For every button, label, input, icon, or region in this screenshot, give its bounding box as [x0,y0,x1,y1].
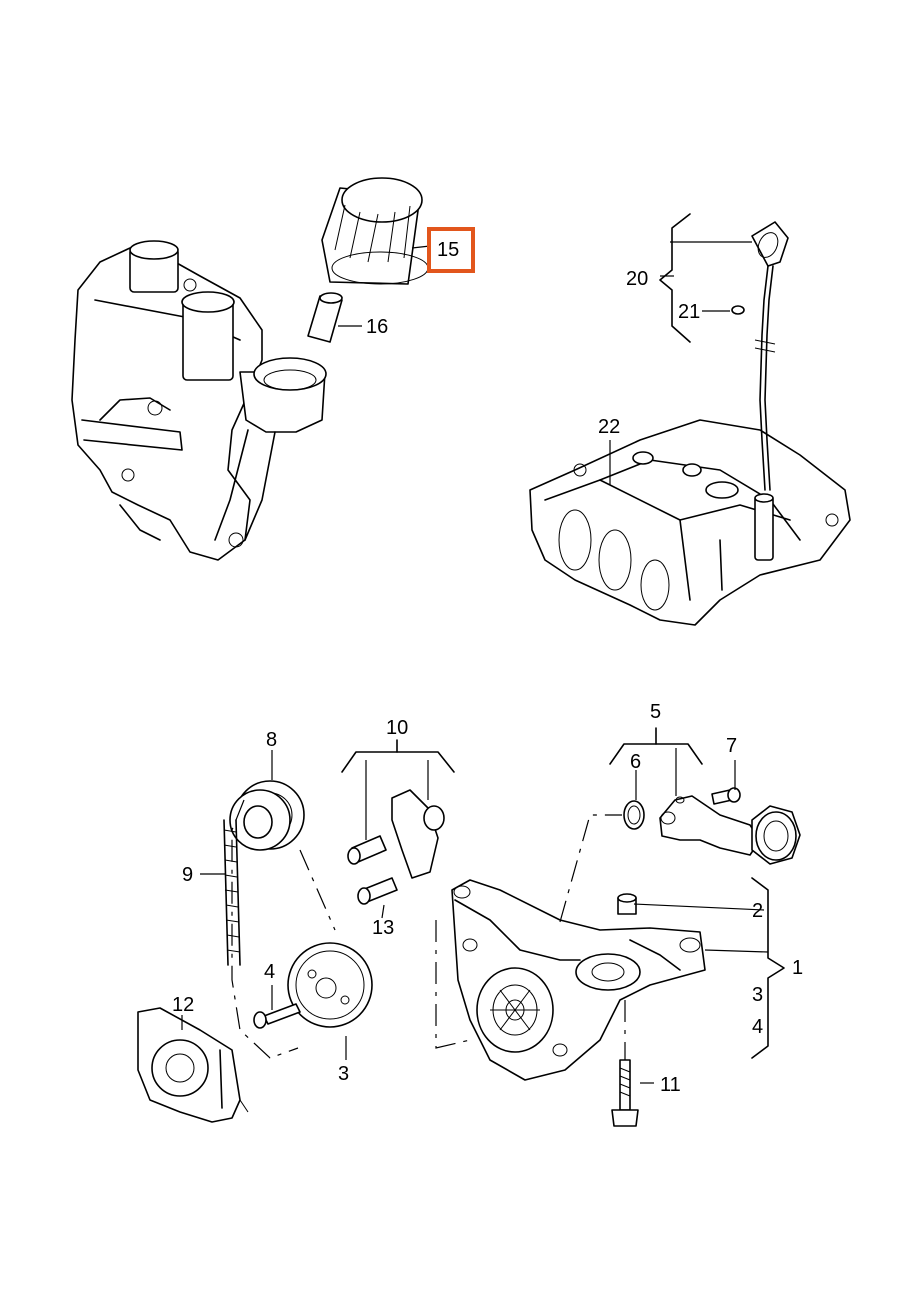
callout-10[interactable]: 10 [386,717,408,739]
suction-pipe-bolt-drawing [711,787,741,805]
suction-alignment-line [559,814,622,923]
group-brackets [341,213,785,1059]
chain-cover-drawing [137,1007,249,1123]
oil-filter-drawing [321,177,429,285]
callout-5[interactable]: 5 [650,701,661,723]
callout-7[interactable]: 7 [726,735,737,757]
callout-9[interactable]: 9 [182,864,193,886]
pump-alignment-line [435,920,471,1049]
callout-8[interactable]: 8 [266,729,277,751]
callout-22[interactable]: 22 [598,416,620,438]
engine-block-drawing [71,240,327,561]
dipstick-o-ring-drawing [731,305,745,315]
callout-6[interactable]: 6 [630,751,641,773]
oil-pump-sprocket-drawing [287,942,373,1028]
oil-pump-drawing [451,879,706,1081]
cylinder-head-cover-drawing [529,419,851,626]
callout-1[interactable]: 1 [792,957,803,979]
callout-11[interactable]: 11 [660,1074,681,1096]
crankshaft-sprocket-drawing [229,780,305,851]
callout-2[interactable]: 2 [752,900,763,922]
suction-pipe-drawing [659,795,801,865]
callout-21[interactable]: 21 [678,301,700,323]
callout-16[interactable]: 16 [366,316,388,338]
chain-tensioner-drawing [347,789,445,905]
callout-12[interactable]: 12 [172,994,194,1016]
leader-lines [181,241,769,1084]
dowel-sleeve-drawing [617,893,637,915]
callout-3-sprocket[interactable]: 3 [338,1063,349,1085]
oil-pump-bolt-drawing [611,1059,639,1127]
callout-4-right[interactable]: 4 [752,1016,763,1038]
suction-pipe-o-ring-drawing [623,800,645,830]
drive-chain-drawing [223,819,241,966]
sprocket-bolt-drawing [253,1003,301,1029]
filter-nipple-drawing [307,292,343,343]
callout-3-right[interactable]: 3 [752,984,763,1006]
callout-4-sprocket-bolt[interactable]: 4 [264,961,275,983]
sprocket-alignment-line [299,849,336,931]
callout-20[interactable]: 20 [626,268,648,290]
callout-15[interactable]: 15 [437,239,459,261]
dipstick-drawing [751,221,789,491]
callout-13[interactable]: 13 [372,917,394,939]
highlight-box [427,227,475,273]
